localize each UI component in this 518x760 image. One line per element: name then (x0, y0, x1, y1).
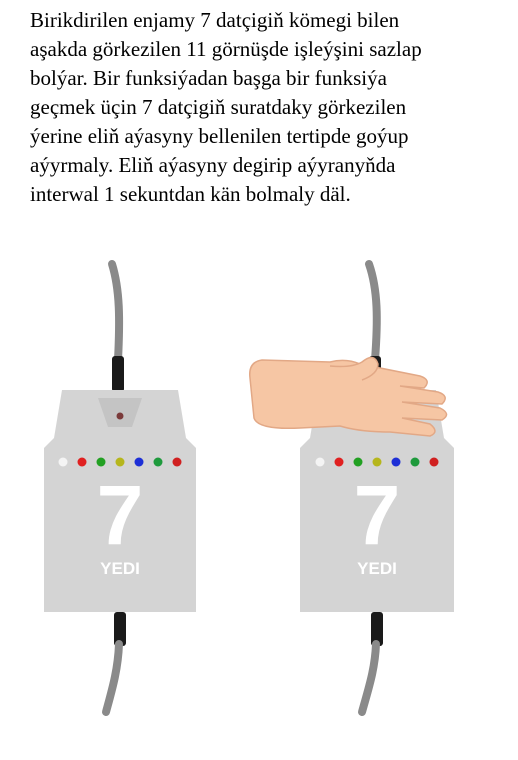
instruction-line-2: aşakda görkezilen 11 görnüşde işleýşini … (30, 37, 422, 61)
led-right-2 (334, 457, 344, 467)
led-left-1 (58, 457, 68, 467)
cable-top-right (365, 260, 381, 364)
led-row-right (315, 457, 439, 467)
instruction-line-7: interwal 1 sekuntdan kän bolmaly däl. (30, 182, 351, 206)
instruction-line-4: geçmek üçin 7 datçigiň suratdaky görkezi… (30, 95, 407, 119)
instruction-line-1: Birikdirilen enjamy 7 datçigiň kömegi bi… (30, 8, 400, 32)
cable-bottom-right (358, 640, 380, 716)
led-right-7 (429, 457, 439, 467)
cable-sleeve-bottom-right (371, 612, 383, 646)
device-number-left: 7 (97, 468, 144, 562)
device-brand-left: YEDI (100, 559, 140, 578)
cable-top-left (108, 260, 124, 364)
device-left: 7 YEDI (44, 260, 196, 716)
device-right: 7 YEDI (249, 260, 454, 716)
led-right-1 (315, 457, 325, 467)
led-row-left (58, 457, 182, 467)
device-body-left (44, 390, 196, 612)
device-number-right: 7 (354, 468, 401, 562)
led-left-3 (96, 457, 106, 467)
led-left-7 (172, 457, 182, 467)
hand-palm-icon (249, 356, 448, 437)
cable-bottom-left (102, 640, 123, 716)
led-left-6 (153, 457, 163, 467)
instruction-line-6: aýyrmaly. Eliň aýasyny degirip aýyranyňd… (30, 153, 396, 177)
device-illustration: 7 YEDI 7 YEDI (44, 260, 454, 716)
instruction-paragraph: Birikdirilen enjamy 7 datçigiň kömegi bi… (30, 6, 510, 209)
device-brand-right: YEDI (357, 559, 397, 578)
cable-sleeve-bottom-left (114, 612, 126, 646)
led-left-2 (77, 457, 87, 467)
led-right-3 (353, 457, 363, 467)
device-body-right (300, 390, 454, 612)
led-left-5 (134, 457, 144, 467)
led-right-4 (372, 457, 382, 467)
led-right-5 (391, 457, 401, 467)
sensor-dot-left (116, 412, 124, 420)
cable-sleeve-top-left (112, 356, 124, 392)
led-left-4 (115, 457, 125, 467)
instruction-line-5: ýerine eliň aýasyny bellenilen tertipde … (30, 124, 409, 148)
instruction-line-3: bolýar. Bir funksiýadan başga bir funksi… (30, 66, 387, 90)
led-right-6 (410, 457, 420, 467)
